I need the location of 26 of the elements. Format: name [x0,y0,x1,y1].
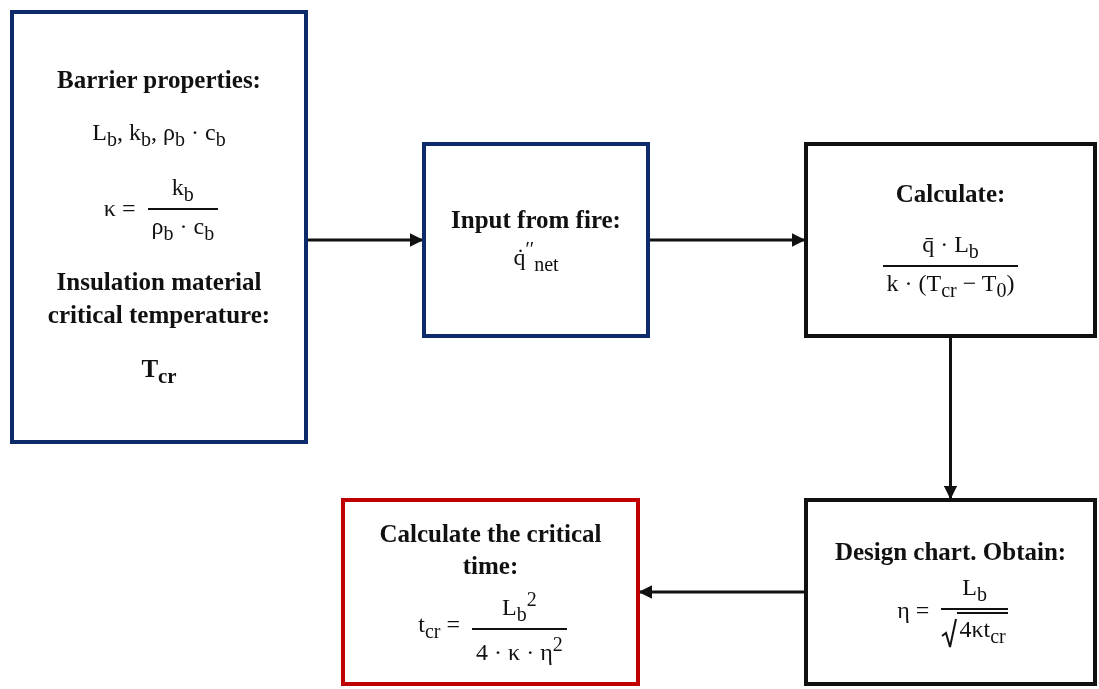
arrow [650,233,806,247]
process-box [10,10,308,444]
arrow [308,233,424,247]
formula-text: q̄ · L$_{b}$ [921,230,980,264]
formula-text: L$_{b}$ [961,572,988,606]
box-heading: T$_{cr}$ [141,354,177,391]
box-heading: Input from fire: [451,205,621,236]
box-heading: Calculate: [895,178,1006,209]
formula-text: η = [896,595,931,625]
box-heading: Barrier properties: [57,64,261,95]
process-box [804,498,1097,686]
process-box [341,498,640,686]
process-box [804,142,1097,338]
box-heading: Calculate the critical time: [378,518,603,582]
process-box [422,142,650,338]
box-heading: Insulation material critical temperature: [46,267,272,330]
formula-text: L$_{b}$, k$_{b}$, ρ$_{b}$ · c$_{b}$ [92,118,226,151]
formula-text: k · (T$_{cr}$ − T$_{0}$) [885,269,1016,303]
formula-text: t$_{cr}$ = [417,610,462,643]
formula-text: ρ$_{b}$ · c$_{b}$ [150,211,216,245]
formula-text: k$_{b}$ [170,172,195,206]
arrow [943,338,958,500]
formula-text: 4 · κ · η$^{2}$ [475,631,564,667]
formula-text: κ = [102,194,137,223]
formula-text: 4κt$_{cr}$ [957,611,1008,648]
box-heading: Design chart. Obtain: [834,537,1067,568]
